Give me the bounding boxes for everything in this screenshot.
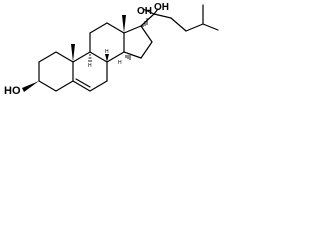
label-ho-c3: HO (4, 85, 21, 97)
label-oh-c20: OH (154, 2, 169, 13)
ring-a (38, 51, 74, 92)
stereo-h-c9 (88, 54, 92, 62)
ring-d (123, 25, 153, 59)
ring-c (89, 22, 125, 63)
stereo-h-c8 (105, 54, 109, 62)
methyl-c13 (122, 15, 126, 33)
label-h-c14: H (118, 60, 122, 66)
label-oh-c17: OH (137, 6, 152, 17)
side-chain (140, 4, 219, 32)
label-h-c8: H (105, 49, 109, 55)
label-h-c9: H (88, 63, 92, 69)
stereo-h-c14 (125, 55, 131, 60)
ring-b (72, 51, 108, 92)
methyl-c10 (71, 44, 75, 62)
bond-c3-oh (22, 81, 39, 92)
molecule-structure: HO H H H OH OH (4, 2, 219, 97)
bond-c20-oh (153, 8, 159, 15)
